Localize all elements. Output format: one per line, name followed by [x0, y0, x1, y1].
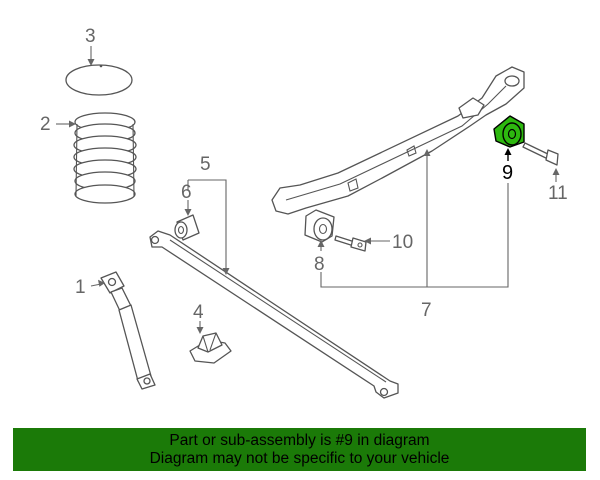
parts-diagram: 3 2 1 6 5 [40, 26, 568, 399]
bolt-11[interactable] [522, 142, 559, 166]
banner-line-part: Part or sub-assembly is #9 in diagram [169, 432, 430, 449]
callout-7: 7 [421, 300, 432, 321]
callout-9: 9 [502, 162, 513, 184]
callout-6: 6 [181, 182, 192, 203]
trailing-arm-bushing-rear[interactable] [493, 115, 525, 148]
banner-line-disclaimer: Diagram may not be specific to your vehi… [149, 450, 450, 467]
callout-2: 2 [40, 114, 51, 135]
shock-absorber[interactable] [100, 271, 156, 390]
spring-insulator[interactable] [65, 64, 133, 96]
callout-8: 8 [314, 254, 325, 275]
lateral-rod-bushing[interactable] [174, 214, 200, 241]
bolt-10[interactable] [334, 235, 367, 252]
bump-stopper[interactable] [189, 332, 232, 364]
group-bracket-7 [320, 183, 509, 288]
callout-4: 4 [193, 302, 204, 323]
callout-10: 10 [392, 232, 413, 253]
trailing-arm-bushing-front[interactable] [304, 209, 335, 243]
callout-1: 1 [75, 277, 86, 298]
callout-11: 11 [548, 183, 568, 204]
part-info-banner: Part or sub-assembly is #9 in diagram Di… [13, 428, 586, 471]
callout-5: 5 [200, 154, 211, 175]
coil-spring[interactable] [73, 112, 137, 204]
lateral-rod[interactable] [149, 230, 399, 399]
trailing-arm[interactable] [271, 66, 525, 215]
callout-3: 3 [85, 26, 96, 47]
